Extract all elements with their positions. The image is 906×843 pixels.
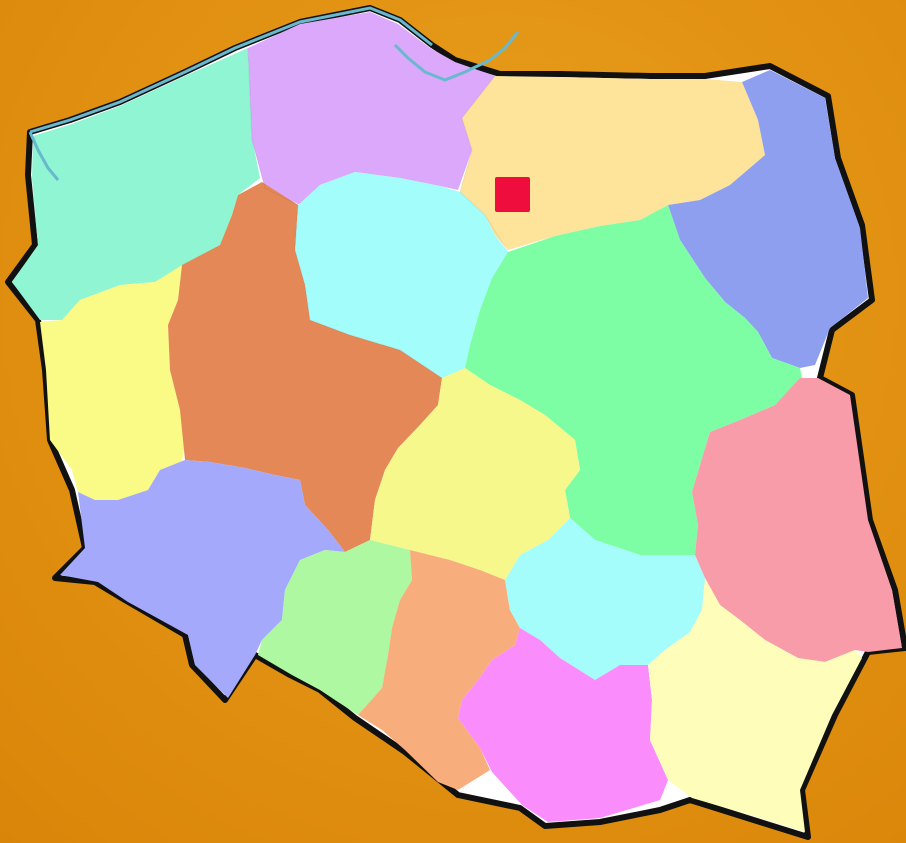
region-swietokrzyskie[interactable] — [505, 518, 705, 680]
region-dolnoslaskie[interactable] — [60, 460, 345, 698]
region-podlaskie[interactable] — [668, 70, 868, 368]
region-lubelskie[interactable] — [692, 378, 902, 662]
region-podkarpackie[interactable] — [648, 578, 862, 832]
region-slaskie[interactable] — [358, 550, 520, 790]
baltic-coastline — [28, 6, 520, 181]
region-borders — [247, 47, 509, 379]
region-malopolskie[interactable] — [458, 628, 668, 822]
region-zachodniopomorskie[interactable] — [12, 48, 260, 320]
region-lodzkie[interactable] — [370, 368, 580, 580]
region-wielkopolskie[interactable] — [168, 182, 442, 552]
region-mazowieckie[interactable] — [465, 205, 802, 555]
region-kujawsko-pomorskie[interactable] — [295, 172, 508, 378]
location-marker[interactable] — [495, 177, 530, 212]
region-pomorskie[interactable] — [248, 12, 495, 205]
region-lubuskie[interactable] — [40, 265, 185, 500]
region-opolskie[interactable] — [258, 540, 412, 715]
region-warminsko-mazurskie[interactable] — [460, 76, 765, 250]
